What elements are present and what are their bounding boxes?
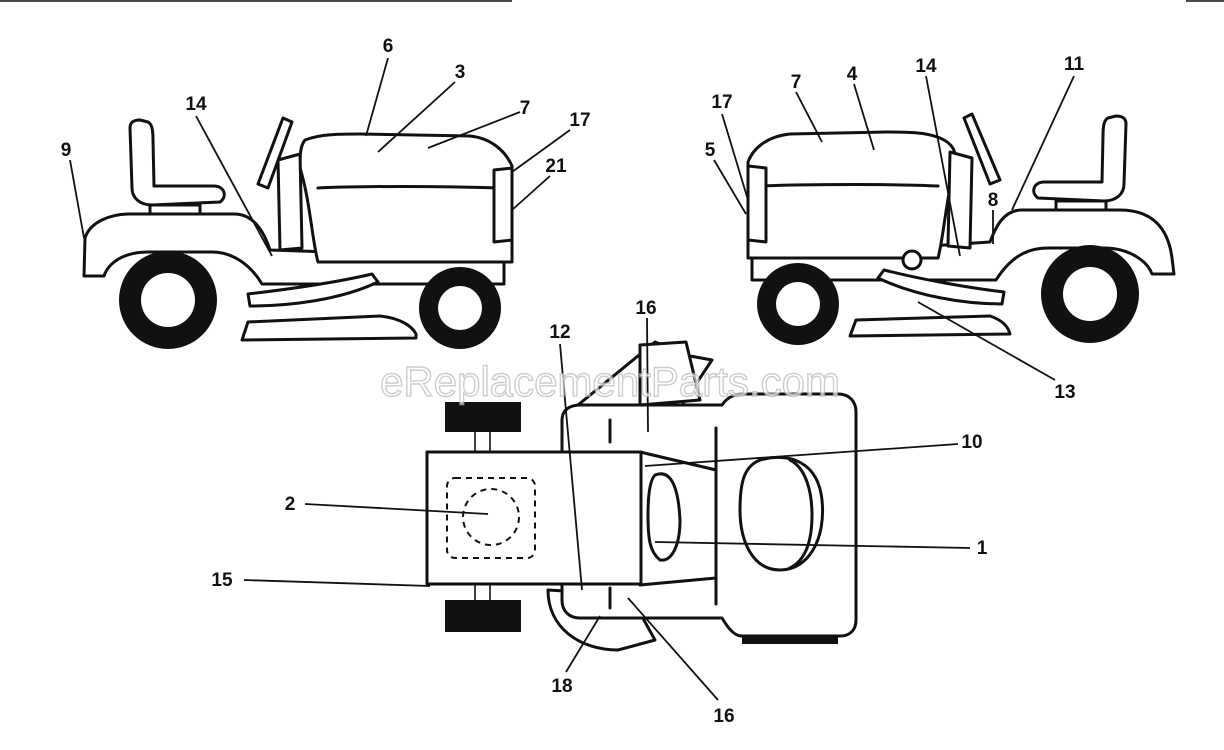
callout-14a: 14 bbox=[185, 94, 207, 115]
leader-13 bbox=[917, 301, 1056, 381]
callout-5: 5 bbox=[705, 140, 716, 161]
callout-9: 9 bbox=[61, 140, 72, 161]
callout-15: 15 bbox=[211, 570, 233, 591]
top-seat-edge bbox=[788, 458, 814, 570]
right-hood bbox=[746, 130, 958, 260]
callout-7a: 7 bbox=[520, 98, 531, 119]
leader-17a bbox=[511, 129, 571, 173]
leader-7b bbox=[795, 91, 823, 143]
watermark-text: eReplacementParts.com bbox=[380, 358, 840, 405]
leader-12 bbox=[559, 343, 583, 591]
top-chute-inner bbox=[638, 340, 702, 407]
left-mower-deck bbox=[240, 314, 418, 342]
callout-21: 21 bbox=[545, 156, 567, 177]
left-foot-deck bbox=[246, 272, 380, 308]
leader-14a bbox=[195, 115, 273, 257]
callout-17b: 17 bbox=[711, 92, 732, 113]
leader-16b bbox=[627, 597, 719, 701]
left-steering-wheel bbox=[256, 116, 294, 190]
left-rear-rim bbox=[141, 273, 195, 327]
leader-1 bbox=[654, 541, 971, 549]
top-rear-tire-upper bbox=[445, 402, 521, 432]
leader-10 bbox=[644, 443, 959, 467]
leader-5 bbox=[713, 159, 747, 215]
top-engine-dashed-box bbox=[446, 477, 536, 559]
top-engine-dashed-circle bbox=[462, 488, 520, 546]
left-seat bbox=[128, 118, 226, 207]
callout-2: 2 bbox=[285, 494, 296, 515]
callout-6: 6 bbox=[383, 36, 394, 57]
callout-14b: 14 bbox=[915, 56, 937, 77]
callout-17a: 17 bbox=[569, 110, 590, 131]
callout-13: 13 bbox=[1054, 382, 1075, 403]
left-dash bbox=[276, 152, 304, 252]
left-hood bbox=[298, 132, 514, 264]
left-front-rim bbox=[438, 286, 482, 330]
leader-18 bbox=[565, 615, 601, 673]
left-seat-base bbox=[148, 203, 202, 216]
top-seat-oval bbox=[738, 455, 825, 572]
leader-14b bbox=[925, 75, 961, 257]
leader-4 bbox=[853, 83, 875, 151]
right-pedal bbox=[901, 249, 923, 271]
callout-18: 18 bbox=[551, 676, 572, 697]
callout-3: 3 bbox=[455, 62, 466, 83]
leader-11 bbox=[1011, 75, 1075, 211]
right-foot-deck bbox=[876, 268, 1006, 306]
callout-8: 8 bbox=[988, 190, 999, 211]
callout-4: 4 bbox=[847, 64, 858, 85]
top-front-bumper bbox=[742, 636, 838, 644]
leader-7a bbox=[427, 111, 521, 149]
leader-2 bbox=[304, 503, 489, 515]
top-steering-oval bbox=[646, 472, 682, 562]
leader-16a bbox=[646, 317, 649, 433]
right-mower-deck bbox=[848, 314, 1012, 338]
left-side-view-tractor bbox=[82, 116, 514, 349]
leader-lines bbox=[69, 57, 1075, 701]
callout-10: 10 bbox=[961, 432, 982, 453]
right-rear-rim bbox=[1063, 267, 1117, 321]
right-front-rim bbox=[776, 282, 820, 326]
left-hood-line bbox=[316, 185, 500, 190]
leader-3 bbox=[377, 81, 456, 153]
callout-16b: 16 bbox=[713, 706, 734, 727]
callout-16a: 16 bbox=[635, 298, 656, 319]
callout-12: 12 bbox=[549, 322, 570, 343]
right-hood-line bbox=[758, 183, 940, 188]
leader-15 bbox=[243, 579, 431, 587]
right-dash bbox=[946, 150, 974, 250]
callout-11: 11 bbox=[1064, 54, 1085, 75]
leader-17b bbox=[721, 113, 749, 201]
top-engine-box bbox=[425, 450, 643, 586]
right-seat bbox=[1032, 114, 1128, 203]
top-view-tractor bbox=[425, 340, 858, 652]
callout-1: 1 bbox=[977, 538, 988, 559]
right-front-grille bbox=[746, 164, 768, 244]
callout-labels: 6 3 7 17 21 14 9 17 7 4 14 11 5 8 13 16 … bbox=[61, 36, 1085, 727]
leader-6 bbox=[365, 57, 389, 137]
callout-7b: 7 bbox=[791, 72, 802, 93]
right-steering-wheel bbox=[962, 112, 1002, 186]
leader-21 bbox=[511, 175, 551, 211]
top-rear-tire-lower bbox=[445, 600, 521, 632]
left-front-grille bbox=[492, 166, 514, 244]
right-seat-base bbox=[1054, 199, 1108, 212]
right-side-view-tractor bbox=[746, 112, 1176, 345]
left-fender-body bbox=[82, 212, 506, 286]
leader-9 bbox=[69, 159, 85, 239]
